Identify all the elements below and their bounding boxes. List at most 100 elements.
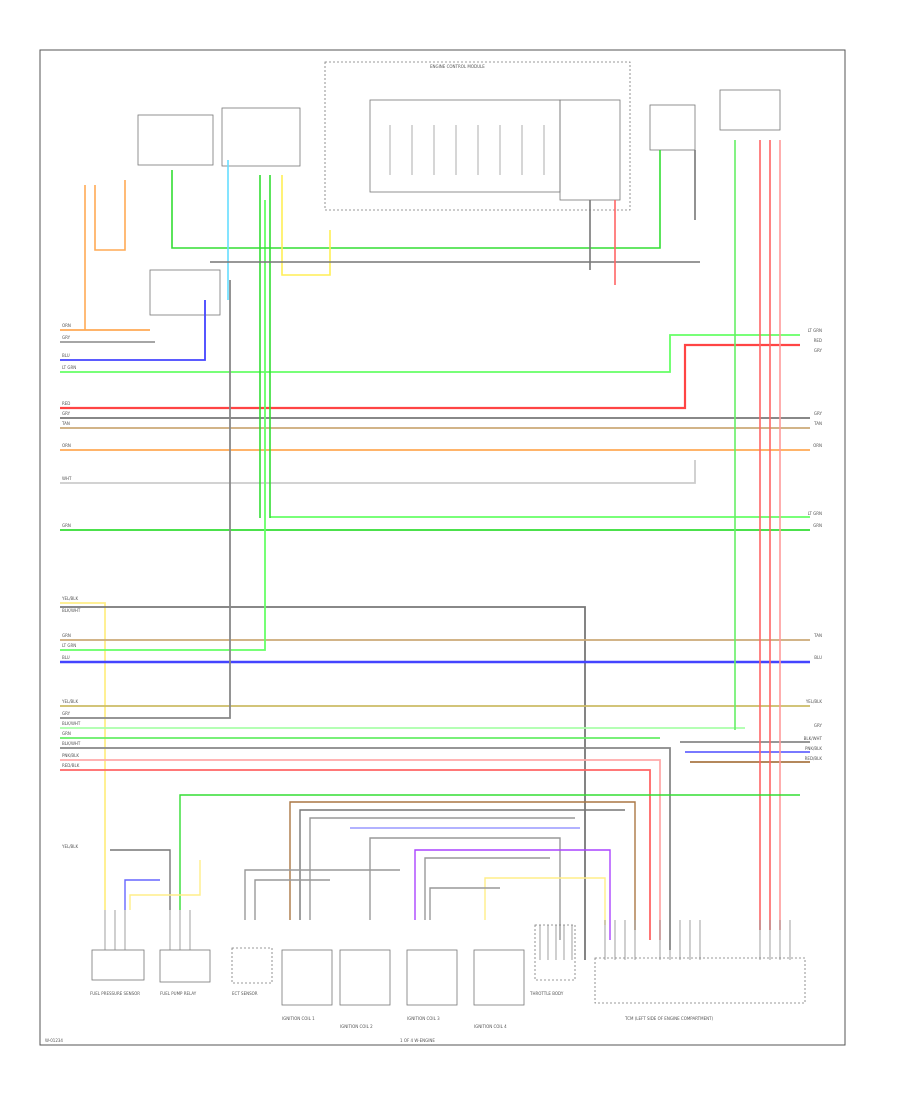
component-label-c1: FUEL PRESSURE SENSOR — [90, 991, 140, 996]
ecm-inner-box — [369, 99, 561, 193]
component-c2 — [159, 949, 211, 983]
component-label-c8: THROTTLE BODY — [529, 991, 564, 996]
wire-label-left: RED — [62, 401, 70, 406]
harness-gray-3 — [369, 837, 561, 940]
vwire-orange-2 — [94, 180, 126, 251]
component-c4 — [281, 949, 333, 1006]
wire-label-left: GRN — [62, 523, 71, 528]
wire-label-left: ORN — [62, 443, 71, 448]
harness-gray-5 — [244, 869, 400, 920]
wire-label-left: BLK/WHT — [62, 741, 81, 746]
wire-label-right: GRY — [814, 723, 823, 728]
ecm-sub-box — [559, 99, 621, 201]
harness-gray-1 — [299, 809, 625, 920]
wire-label-left: BLU — [62, 353, 70, 358]
left-wire-labels: ORN GRY BLU LT GRN RED GRY TAN ORN WHT G… — [61, 323, 81, 849]
harness-brown — [289, 801, 636, 930]
wire-label-left: GRN — [62, 731, 71, 736]
wire-label-left: WHT — [62, 476, 72, 481]
ecm-box — [324, 61, 631, 211]
wire-label-left: YEL/BLK — [61, 596, 79, 601]
component-label-c6: IGNITION COIL 3 — [407, 1016, 440, 1021]
wire-yellow-1 — [60, 602, 106, 910]
wire-ltgreen-3 — [60, 200, 266, 651]
wire-label-right: RED/BLK — [805, 756, 823, 761]
component-label-c2: FUEL PUMP RELAY — [160, 991, 197, 996]
component-label-c4: IGNITION COIL 1 — [282, 1016, 315, 1021]
component-c8 — [534, 924, 576, 981]
component-label-c7: IGNITION COIL 4 — [474, 1024, 507, 1029]
horizontal-wires — [60, 200, 810, 960]
vwire-green-top — [171, 150, 661, 249]
wire-pink-1 — [60, 759, 661, 940]
component-c6 — [406, 949, 458, 1006]
wire-label-right: ORN — [813, 443, 822, 448]
harness-gray-2 — [309, 817, 575, 920]
harness-green — [179, 794, 800, 910]
component-c9 — [594, 957, 806, 1004]
ecm-header-label: ENGINE CONTROL MODULE — [430, 64, 485, 69]
component-label-c5: IGNITION COIL 2 — [340, 1024, 373, 1029]
vertical-wires — [84, 140, 781, 930]
harness-gray-4 — [424, 857, 550, 920]
wire-label-left: BLK/WHT — [62, 721, 81, 726]
harness-blue-2 — [124, 879, 160, 910]
relay-box-2 — [221, 107, 301, 167]
bottom-harness — [110, 794, 800, 940]
wire-label-right: YEL/BLK — [805, 699, 823, 704]
wire-label-left: BLK/WHT — [62, 608, 81, 613]
wire-label-right: BLU — [814, 655, 822, 660]
wire-ltgreen-1 — [60, 334, 800, 373]
component-c7 — [473, 949, 525, 1006]
wire-label-left: BLU — [62, 655, 70, 660]
component-c3 — [231, 947, 273, 984]
wire-label-left: PNK/BLK — [62, 753, 79, 758]
harness-yellow-2 — [129, 860, 201, 910]
wire-label-left: GRY — [62, 711, 71, 716]
component-c5 — [339, 949, 391, 1006]
connector-pins — [104, 910, 791, 960]
wire-label-left: GRY — [62, 335, 71, 340]
relay-box-3 — [149, 269, 221, 316]
footer-center: 1 OF 4 W-ENGINE — [400, 1038, 435, 1043]
harness-yellow — [484, 877, 606, 925]
wire-gray-5 — [60, 747, 671, 950]
wire-gray-4 — [60, 280, 231, 719]
harness-gray-8 — [110, 849, 171, 910]
component-label-c3: ECT SENSOR — [232, 991, 258, 996]
wire-label-right: LT GRN — [808, 328, 822, 333]
wire-label-left: TAN — [61, 421, 70, 426]
harness-gray-6 — [254, 879, 330, 920]
wire-label-left: GRN — [62, 633, 71, 638]
wire-label-right: GRY — [814, 411, 823, 416]
wire-label-right: TAN — [813, 633, 822, 638]
wire-label-right: GRN — [813, 523, 822, 528]
wire-label-right: LT GRN — [808, 511, 822, 516]
relay-box-1 — [137, 114, 214, 166]
diagram-frame — [39, 49, 846, 1046]
wire-gray-3 — [60, 606, 586, 960]
wire-label-left: LT GRN — [62, 643, 76, 648]
bottom-components — [91, 924, 806, 1006]
wire-label-right: BLK/WHT — [804, 736, 823, 741]
wire-red-2 — [60, 769, 651, 940]
harness-gray-7 — [429, 887, 500, 920]
wire-red-1 — [60, 343, 800, 410]
vwire-yellow-top — [281, 175, 331, 276]
component-label-c9: TCM (LEFT SIDE OF ENGINE COMPARTMENT) — [624, 1016, 714, 1021]
right-wire-labels: LT GRN RED GRY GRY TAN ORN LT GRN GRN TA… — [804, 328, 823, 761]
wire-label-left: RED/BLK — [62, 763, 80, 768]
wire-label-right: RED — [814, 338, 822, 343]
wire-white-1 — [60, 460, 696, 484]
sensor-box-right — [649, 104, 696, 151]
component-c1 — [91, 949, 145, 981]
sensor-box-far-right — [719, 89, 781, 131]
footer-code: W-01234 — [45, 1038, 63, 1043]
harness-violet — [414, 849, 611, 940]
wire-label-right: PNK/BLK — [805, 746, 822, 751]
wire-label-right: GRY — [814, 348, 823, 353]
wire-label-left: ORN — [62, 323, 71, 328]
wire-label-left: YEL/BLK — [61, 844, 79, 849]
wire-label-left: LT GRN — [62, 365, 76, 370]
